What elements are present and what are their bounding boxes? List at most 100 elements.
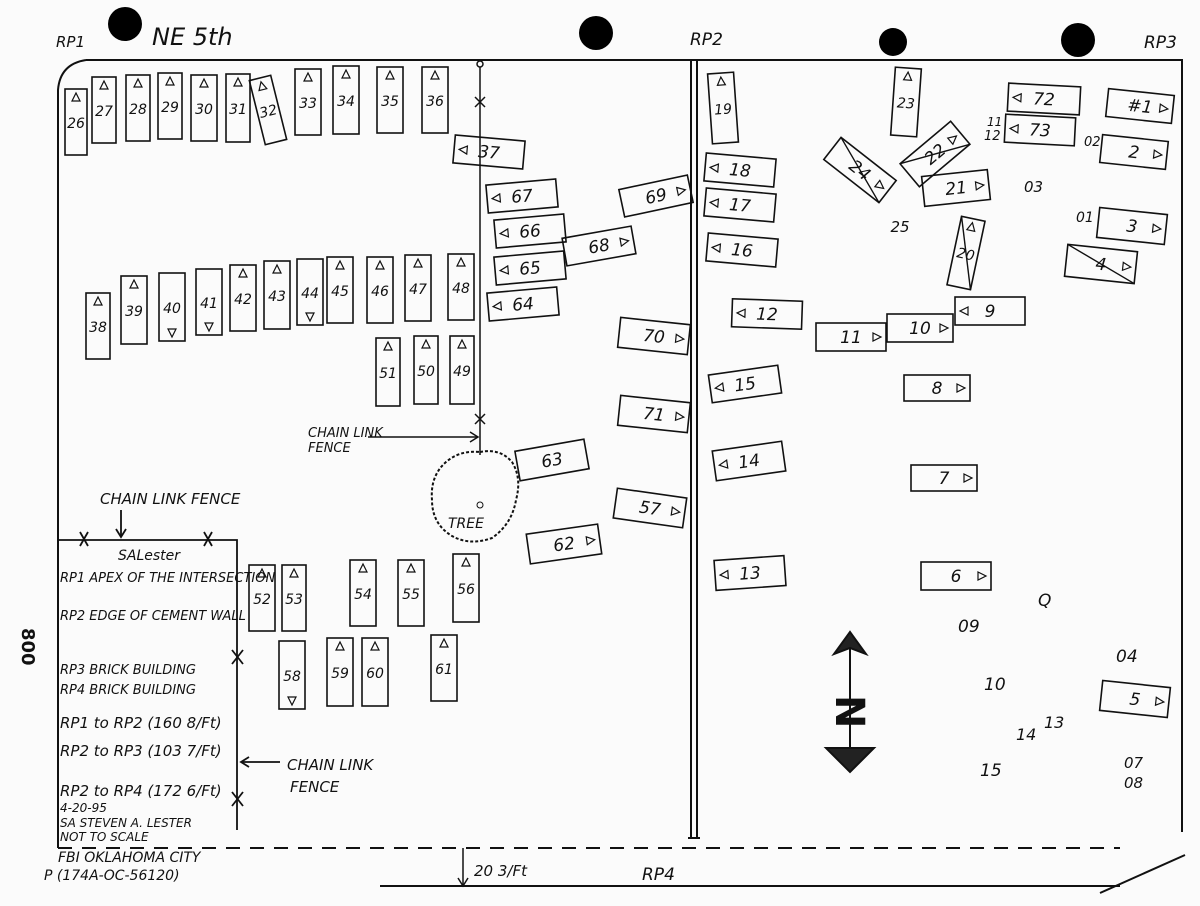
vehicle-45: 45 (326, 256, 354, 324)
chain-link-label: CHAIN LINK (308, 426, 384, 441)
marker-03: 03 (1024, 178, 1043, 196)
vehicle-outline (375, 337, 401, 407)
vehicle-number: 38 (89, 320, 107, 336)
vehicle-number: 62 (552, 534, 576, 557)
vehicle-46: 46 (366, 256, 394, 324)
vehicle-outline (225, 73, 251, 143)
legend-file: P (174A-OC-56120) (44, 868, 180, 884)
vehicle-outline (1098, 133, 1170, 171)
dimension-marker (457, 848, 469, 888)
direction-arrow-icon (1152, 149, 1164, 159)
vehicle-number: 11 (840, 328, 862, 348)
vehicle-outline (190, 74, 218, 142)
vehicle-outline (616, 316, 692, 356)
vehicle-number: 69 (644, 185, 669, 209)
vehicle-number: 59 (331, 666, 349, 682)
vehicle-outline (707, 364, 783, 404)
vehicle-number: 13 (739, 563, 762, 584)
vehicle-number: 28 (129, 102, 147, 118)
vehicle-number: 45 (331, 284, 349, 300)
vehicle-61: 61 (430, 634, 458, 702)
legend-rp2: RP2 EDGE OF CEMENT WALL (60, 609, 246, 624)
vehicle-outline (1098, 679, 1172, 719)
direction-arrow-icon (257, 567, 267, 578)
legend-rp4: RP4 BRICK BUILDING (60, 683, 196, 698)
direction-arrow-icon (93, 295, 103, 306)
vehicle-outline (195, 268, 223, 336)
direction-arrow-icon (71, 91, 81, 102)
vehicle-number: 66 (518, 221, 541, 243)
vehicle-number: 19 (714, 101, 733, 118)
vehicle-outline (485, 178, 559, 214)
vehicle-64: 64 (486, 286, 560, 322)
direction-arrow-icon (902, 70, 913, 81)
chain-link-fence-label: CHAIN LINK FENCE (100, 490, 241, 508)
direction-arrow-icon (1154, 696, 1166, 707)
vehicle-outline (561, 225, 637, 267)
direction-arrow-icon (710, 243, 722, 254)
direction-arrow-icon (674, 411, 686, 422)
vehicle-48: 48 (447, 253, 475, 321)
vehicle-26: 26 (64, 88, 88, 156)
vehicle-outline (125, 74, 151, 142)
vehicle-outline (326, 256, 354, 324)
vehicle-outline (294, 68, 322, 136)
direction-arrow-icon (619, 237, 630, 248)
direction-arrow-icon (670, 506, 682, 516)
vehicle-24: 24 (822, 136, 898, 204)
direction-arrow-icon (1011, 92, 1022, 103)
vehicle-63: 63 (514, 438, 590, 482)
vehicle-number: 64 (511, 294, 534, 316)
legend-rp1: RP1 APEX OF THE INTERSECTION (60, 571, 275, 586)
direction-arrow-icon (358, 562, 368, 573)
vehicle-outline (525, 523, 603, 565)
vehicle-number: 43 (268, 289, 286, 305)
vehicle-cross-mark (1067, 243, 1135, 285)
vehicle-outline (85, 292, 111, 360)
vehicle-outline (946, 215, 986, 291)
direction-arrow-icon (370, 640, 380, 651)
vehicle-outline (376, 66, 404, 134)
vehicle-outline (332, 65, 360, 135)
vehicle-30: 30 (190, 74, 218, 142)
rp2-label: RP2 (690, 30, 723, 50)
vehicle-outline (954, 296, 1026, 326)
vehicle-outline (430, 634, 458, 702)
vehicle-51: 51 (375, 337, 401, 407)
vehicle-21: 21 (920, 168, 992, 208)
direction-arrow-icon (305, 312, 315, 323)
direction-arrow-icon (457, 145, 469, 156)
direction-arrow-icon (1158, 103, 1170, 113)
vehicle-56: 56 (452, 553, 480, 623)
vehicle-number: 58 (283, 669, 301, 685)
vehicle-number: 18 (728, 160, 751, 182)
lot-boundary (57, 59, 1186, 894)
vehicle-number: 6 (951, 567, 962, 587)
vehicle-outline (1063, 243, 1139, 285)
direction-arrow-icon (421, 338, 431, 349)
vehicle-42: 42 (229, 264, 257, 332)
direction-arrow-icon (708, 163, 720, 174)
direction-arrow-icon (385, 69, 395, 80)
vehicle-37: 37 (452, 134, 526, 170)
vehicle-number: 68 (587, 235, 612, 258)
vehicle-outline (514, 438, 590, 482)
cement-wall (688, 60, 700, 839)
vehicle-number: 65 (518, 258, 541, 280)
punch-hole (579, 16, 613, 50)
vehicle-number: 56 (457, 582, 475, 598)
marker-10: 10 (984, 675, 1006, 695)
direction-arrow-icon (233, 76, 243, 87)
direction-arrow-icon (258, 80, 268, 92)
tree: TREE (430, 450, 520, 543)
rp3-label: RP3 (1144, 33, 1177, 53)
vehicle-18: 18 (703, 152, 777, 188)
vehicle-number: 23 (896, 95, 915, 112)
vehicle-number: 70 (642, 326, 666, 348)
vehicle-number: 40 (163, 301, 181, 317)
marker-15: 15 (980, 761, 1002, 781)
vehicle-outline (296, 258, 324, 326)
vehicle-number: 57 (638, 498, 662, 521)
direction-arrow-icon (965, 221, 976, 233)
punch-hole (1061, 23, 1095, 57)
